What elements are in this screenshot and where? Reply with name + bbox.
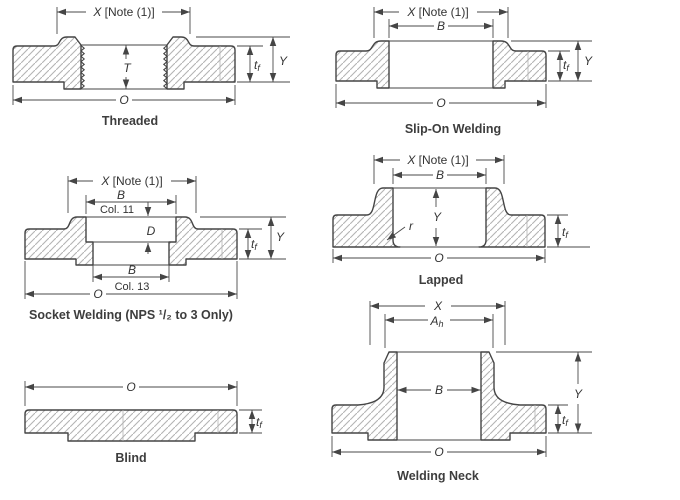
lapped-body xyxy=(332,187,546,248)
blind-dimensions: O tf xyxy=(24,380,263,434)
caption-welding-neck: Welding Neck xyxy=(397,469,479,483)
blind-body xyxy=(24,409,238,442)
dim-label-x: X [Note (1)] xyxy=(100,174,162,188)
dim-label-y: Y xyxy=(279,54,288,68)
dim-label-x: X [Note (1)] xyxy=(92,5,154,19)
dim-label-b-col11: B xyxy=(117,188,125,202)
dim-label-x: X [Note (1)] xyxy=(406,5,468,19)
flange-section-left xyxy=(332,187,401,248)
dim-label-o: O xyxy=(119,93,128,107)
dim-label-x: X xyxy=(433,300,443,313)
dim-label-y: Y xyxy=(574,387,583,401)
dim-label-o: O xyxy=(93,287,102,301)
dim-label-b-col13: B xyxy=(128,263,136,277)
dim-label-ah: Ah xyxy=(429,314,443,329)
dim-label-b: B xyxy=(436,168,444,182)
caption-socket: Socket Welding (NPS ¹/₂ to 3 Only) xyxy=(29,308,233,322)
caption-lapped: Lapped xyxy=(419,273,463,287)
dim-label-o: O xyxy=(434,445,443,459)
thread-left-icon xyxy=(80,45,86,90)
dim-label-tf: tf xyxy=(254,58,261,73)
flange-section-right xyxy=(166,36,236,90)
dim-label-r: r xyxy=(409,219,414,233)
flange-section-left xyxy=(12,36,82,90)
threaded-dimensions: X [Note (1)] T O tf Y xyxy=(12,5,290,107)
dim-label-col11: Col. 11 xyxy=(100,204,134,216)
flange-section xyxy=(24,409,238,442)
socket-body xyxy=(24,216,238,266)
flange-section-left xyxy=(335,40,390,89)
lapped-dimensions: X [Note (1)] B Y r tf O xyxy=(332,153,590,265)
dim-label-y: Y xyxy=(276,230,285,244)
dim-label-y: Y xyxy=(584,54,593,68)
welding-neck-diagram: X Ah B Y tf O Welding Neck xyxy=(331,300,592,483)
slip-on-diagram: X [Note (1)] B O tf Y Slip-On Welding xyxy=(335,5,593,136)
flange-section-right xyxy=(478,187,546,248)
welding-neck-body xyxy=(331,351,547,441)
caption-threaded: Threaded xyxy=(102,114,158,128)
dim-label-b: B xyxy=(437,19,445,33)
dim-label-tf: tf xyxy=(256,415,263,430)
dim-label-tf: tf xyxy=(562,413,569,428)
socket-welding-diagram: X [Note (1)] B Col. 11 D B Col. 13 O tf … xyxy=(24,174,286,322)
dim-label-col13: Col. 13 xyxy=(115,281,150,293)
flange-section-right xyxy=(480,351,547,441)
dim-label-o: O xyxy=(126,380,135,394)
blind-diagram: O tf Blind xyxy=(24,380,263,465)
dim-label-y: Y xyxy=(433,210,442,224)
threaded-diagram: X [Note (1)] T O tf Y Threaded xyxy=(12,5,290,128)
dim-label-t: T xyxy=(123,61,132,75)
welding-neck-dimensions: X Ah B Y tf O xyxy=(331,300,592,459)
dim-label-x: X [Note (1)] xyxy=(406,153,468,167)
dim-label-tf: tf xyxy=(562,225,569,240)
dim-label-o: O xyxy=(436,96,445,110)
flange-section-right xyxy=(492,40,547,89)
lapped-diagram: X [Note (1)] B Y r tf O Lapped xyxy=(332,153,590,287)
thread-right-icon xyxy=(162,45,168,90)
dim-label-tf: tf xyxy=(563,58,570,73)
dim-label-tf: tf xyxy=(251,237,258,252)
dim-label-d: D xyxy=(147,224,156,238)
slip-on-body xyxy=(335,40,547,89)
socket-dimensions: X [Note (1)] B Col. 11 D B Col. 13 O tf … xyxy=(24,174,286,301)
threaded-body xyxy=(12,36,236,90)
dim-label-o: O xyxy=(434,251,443,265)
flange-section-left xyxy=(24,216,94,266)
dim-label-b: B xyxy=(435,383,443,397)
flange-section-left xyxy=(331,351,398,441)
caption-slip-on: Slip-On Welding xyxy=(405,122,501,136)
slip-on-dimensions: X [Note (1)] B O tf Y xyxy=(335,5,593,110)
caption-blind: Blind xyxy=(115,451,146,465)
flange-section-right xyxy=(168,216,238,266)
